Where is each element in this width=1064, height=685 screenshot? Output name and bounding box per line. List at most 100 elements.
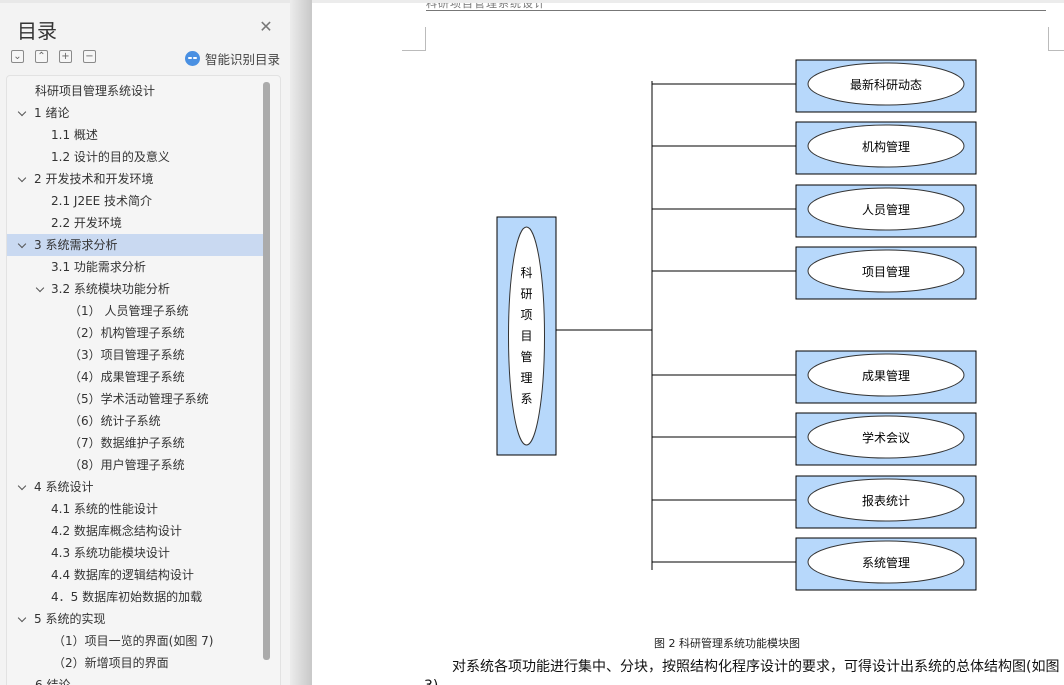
toc-item[interactable]: 4.2 数据库概念结构设计 bbox=[7, 520, 263, 542]
chevron-down-icon[interactable] bbox=[17, 234, 27, 256]
toc-item-label: （2）新增项目的界面 bbox=[53, 656, 169, 670]
chevron-down-icon[interactable] bbox=[35, 278, 45, 300]
toc-item-label: 1.1 概述 bbox=[51, 128, 98, 142]
toc-scrollbar[interactable] bbox=[263, 82, 270, 660]
root-label-char: 系 bbox=[520, 392, 532, 406]
toc-item[interactable]: 2 开发技术和开发环境 bbox=[7, 168, 263, 190]
module-label: 项目管理 bbox=[862, 264, 910, 279]
module-label: 成果管理 bbox=[862, 368, 910, 383]
expand-all-button[interactable]: ⌃ bbox=[35, 50, 48, 63]
toc-item-label: 2 开发技术和开发环境 bbox=[34, 172, 154, 186]
toc-item[interactable]: 3.2 系统模块功能分析 bbox=[7, 278, 263, 300]
crop-mark-left bbox=[402, 27, 426, 51]
toc-item[interactable]: 4．5 数据库初始数据的加载 bbox=[7, 586, 263, 608]
root-label-char: 项 bbox=[520, 308, 532, 322]
toc-item-label: （7）数据维护子系统 bbox=[69, 436, 185, 450]
toc-item[interactable]: 2.1 J2EE 技术简介 bbox=[7, 190, 263, 212]
toc-item-label: （6）统计子系统 bbox=[69, 414, 161, 428]
root-label-char: 目 bbox=[520, 329, 532, 343]
module-ellipse bbox=[807, 540, 965, 584]
toc-item-label: 4.1 系统的性能设计 bbox=[51, 502, 158, 516]
root-label-char: 研 bbox=[520, 287, 532, 301]
toc-item[interactable]: （1） 人员管理子系统 bbox=[7, 300, 263, 322]
page-header-text: 科研项目管理系统设计 bbox=[426, 3, 546, 10]
toc-sidebar: 目录 ✕ ⌄ ⌃ + − 智能识别目录 科研项目管理系统设计 1 绪论 1.1 概述 1.2… bbox=[0, 0, 290, 685]
toc-item[interactable]: （7）数据维护子系统 bbox=[7, 432, 263, 454]
toc-item-label: 3.1 功能需求分析 bbox=[51, 260, 146, 274]
toc-item-label: 2.1 J2EE 技术简介 bbox=[51, 194, 153, 208]
toc-item[interactable]: 1.1 概述 bbox=[7, 124, 263, 146]
toc-item[interactable]: （3）项目管理子系统 bbox=[7, 344, 263, 366]
remove-level-button[interactable]: − bbox=[83, 50, 96, 63]
smart-toc-button[interactable]: 智能识别目录 bbox=[185, 49, 280, 68]
toc-item[interactable]: （8）用户管理子系统 bbox=[7, 454, 263, 476]
toc-item[interactable]: 4 系统设计 bbox=[7, 476, 263, 498]
toc-title: 目录 bbox=[17, 19, 57, 43]
toc-item[interactable]: （1）项目一览的界面(如图 7) bbox=[7, 630, 263, 652]
toc-item[interactable]: 1.2 设计的目的及意义 bbox=[7, 146, 263, 168]
toc-item-label: （1）项目一览的界面(如图 7) bbox=[53, 634, 214, 648]
module-ellipse bbox=[807, 124, 965, 168]
chevron-up-icon: ⌃ bbox=[37, 51, 46, 62]
toc-item[interactable]: （4）成果管理子系统 bbox=[7, 366, 263, 388]
top-bar bbox=[0, 0, 1064, 3]
module-ellipse bbox=[807, 353, 965, 397]
body-paragraph: 对系统各项功能进行集中、分块，按照结构化程序设计的要求，可得设计出系统的总体结构… bbox=[452, 659, 1060, 675]
chevron-down-icon[interactable] bbox=[17, 168, 27, 190]
toc-item-label: 5 系统的实现 bbox=[34, 612, 106, 626]
toc-item-label: 4．5 数据库初始数据的加载 bbox=[51, 590, 203, 604]
toc-item[interactable]: 科研项目管理系统设计 bbox=[7, 80, 263, 102]
toc-item[interactable]: 4.3 系统功能模块设计 bbox=[7, 542, 263, 564]
toc-list: 科研项目管理系统设计 1 绪论 1.1 概述 1.2 设计的目的及意义 2 开发技术和开… bbox=[7, 80, 263, 685]
plus-icon: + bbox=[61, 51, 70, 62]
toc-item-label: （3）项目管理子系统 bbox=[69, 348, 185, 362]
toc-item[interactable]: 4.1 系统的性能设计 bbox=[7, 498, 263, 520]
figure-caption: 图 2 科研管理系统功能模块图 bbox=[654, 637, 800, 650]
toc-item[interactable]: （6）统计子系统 bbox=[7, 410, 263, 432]
minus-icon: − bbox=[85, 51, 94, 62]
toc-item-label: （8）用户管理子系统 bbox=[69, 458, 185, 472]
module-label: 学术会议 bbox=[862, 430, 910, 445]
chevron-down-icon[interactable] bbox=[17, 608, 27, 630]
module-ellipse bbox=[807, 62, 965, 106]
smart-toc-label: 智能识别目录 bbox=[205, 52, 281, 67]
toc-item[interactable]: 4.4 数据库的逻辑结构设计 bbox=[7, 564, 263, 586]
smart-recognize-icon bbox=[185, 51, 200, 66]
chevron-down-icon[interactable] bbox=[17, 476, 27, 498]
page-gutter bbox=[290, 0, 312, 685]
toc-item[interactable]: 3 系统需求分析 bbox=[7, 234, 263, 256]
toc-item-label: 4.3 系统功能模块设计 bbox=[51, 546, 170, 560]
toc-item[interactable]: 6 结论 bbox=[7, 674, 263, 685]
module-ellipse bbox=[807, 415, 965, 459]
toc-item-label: （5）学术活动管理子系统 bbox=[69, 392, 209, 406]
chevron-down-icon[interactable] bbox=[17, 102, 27, 124]
toc-item-label: 科研项目管理系统设计 bbox=[35, 84, 156, 98]
document-page: 科研项目管理系统设计 科研项目管理系最新科研动态机构管理人员管理项目管理成果管理… bbox=[312, 3, 1064, 685]
root-ellipse bbox=[508, 226, 545, 446]
toc-item-label: （2）机构管理子系统 bbox=[69, 326, 185, 340]
root-label-char: 科 bbox=[520, 266, 532, 280]
toc-item-label: 4 系统设计 bbox=[34, 480, 94, 494]
collapse-all-button[interactable]: ⌄ bbox=[11, 50, 24, 63]
toc-item[interactable]: （5）学术活动管理子系统 bbox=[7, 388, 263, 410]
toc-item-label: （1） 人员管理子系统 bbox=[69, 304, 189, 318]
toc-item-label: （4）成果管理子系统 bbox=[69, 370, 185, 384]
body-paragraph-continued: 3) bbox=[424, 678, 438, 685]
module-label: 报表统计 bbox=[862, 493, 910, 508]
module-label: 系统管理 bbox=[862, 555, 910, 570]
toc-item-label: 6 结论 bbox=[35, 678, 71, 685]
toc-item-label: 2.2 开发环境 bbox=[51, 216, 122, 230]
toc-item-label: 4.4 数据库的逻辑结构设计 bbox=[51, 568, 194, 582]
toc-item[interactable]: 2.2 开发环境 bbox=[7, 212, 263, 234]
toc-item[interactable]: （2）新增项目的界面 bbox=[7, 652, 263, 674]
toc-item[interactable]: 1 绪论 bbox=[7, 102, 263, 124]
toc-item[interactable]: 5 系统的实现 bbox=[7, 608, 263, 630]
root-label-char: 管 bbox=[520, 349, 532, 364]
toc-item[interactable]: （2）机构管理子系统 bbox=[7, 322, 263, 344]
toc-item-label: 4.2 数据库概念结构设计 bbox=[51, 524, 182, 538]
toc-item[interactable]: 3.1 功能需求分析 bbox=[7, 256, 263, 278]
close-icon[interactable]: ✕ bbox=[259, 17, 273, 36]
chevron-down-icon: ⌄ bbox=[13, 51, 22, 62]
add-level-button[interactable]: + bbox=[59, 50, 72, 63]
